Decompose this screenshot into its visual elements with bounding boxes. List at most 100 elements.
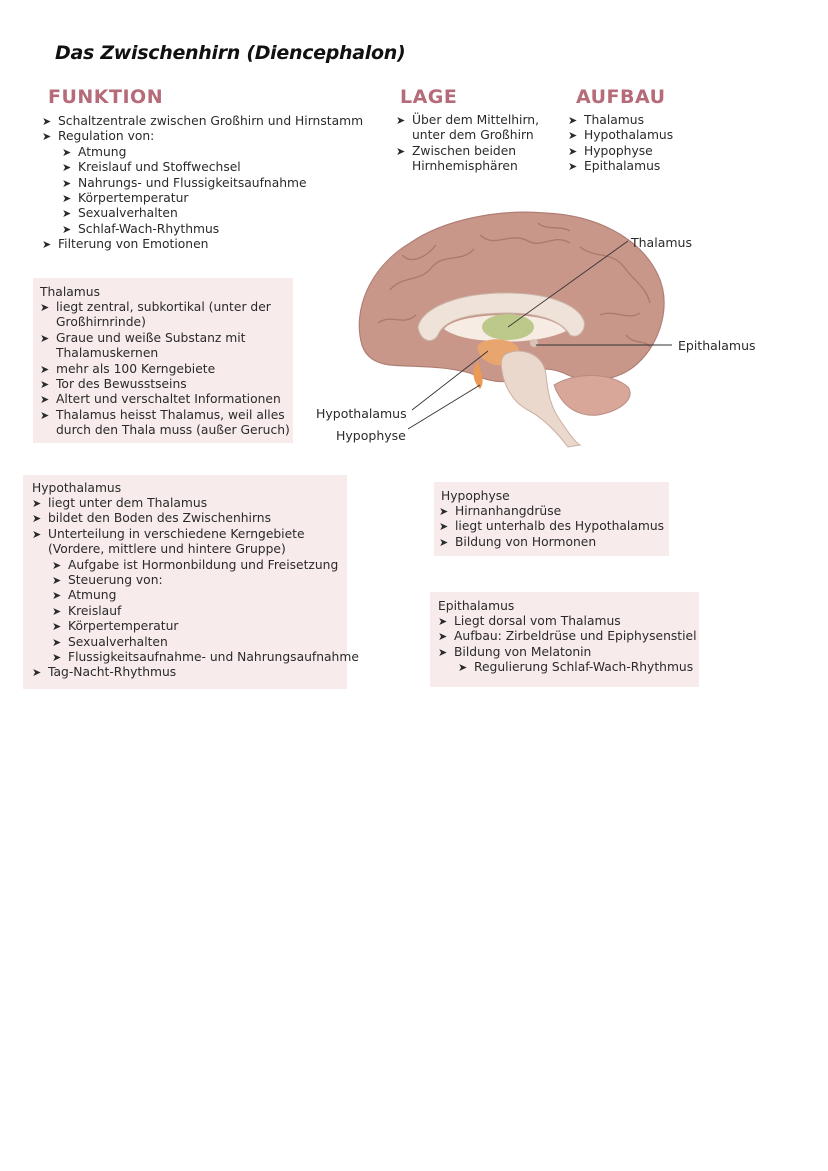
list-item-text: Schaltzentrale zwischen Großhirn und Hir… xyxy=(58,114,364,128)
arrow-bullet-icon: ➤ xyxy=(396,144,406,158)
arrow-bullet-icon: ➤ xyxy=(439,520,449,534)
arrow-bullet-icon: ➤ xyxy=(40,362,50,376)
list-item-text: Flussigkeitsaufnahme- und Nahrungsaufnah… xyxy=(68,650,359,665)
list-item-text: liegt unterhalb des Hypothalamus xyxy=(455,519,665,534)
arrow-bullet-icon: ➤ xyxy=(458,661,468,675)
hypophyse-pointer-line xyxy=(407,384,481,430)
list-item-text: Atmung xyxy=(78,144,127,159)
list-item-text: Hypothalamus xyxy=(584,128,674,143)
list-item-text: Körpertemperatur xyxy=(78,191,189,206)
epithalamus-box: Epithalamus ➤Liegt dorsal vom Thalamus➤A… xyxy=(430,592,699,687)
thalamus-box: Thalamus ➤liegt zentral, subkortikal (un… xyxy=(33,278,293,443)
list-item-text: bildet den Boden des Zwischenhirns xyxy=(48,511,272,526)
arrow-bullet-icon: ➤ xyxy=(438,645,448,659)
thalamus-pointer-line xyxy=(507,240,629,328)
cortex-folds xyxy=(377,222,651,348)
funktion-list: ➤ Schaltzentrale zwischen Großhirn und Hi… xyxy=(42,114,363,253)
corpus-callosum xyxy=(417,292,585,342)
list-item-text: liegt unter dem Thalamus xyxy=(48,496,208,510)
list-item-text: Kreislauf und Stoffwechsel xyxy=(78,160,241,175)
list-item-text: Regulierung Schlaf-Wach-Rhythmus xyxy=(474,660,694,675)
arrow-bullet-icon: ➤ xyxy=(40,393,50,407)
list-item: ➤ Kreislauf xyxy=(32,604,359,619)
list-item: ➤Hypothalamus xyxy=(568,128,673,143)
list-item: ➤Thalamus heisst Thalamus, weil alles xyxy=(40,408,290,423)
lage-heading: LAGE xyxy=(400,86,458,108)
hypothalamus-label: Hypothalamus xyxy=(316,406,407,421)
list-item: ➤Über dem Mittelhirn, xyxy=(396,113,539,128)
list-item: ➤Thalamus xyxy=(568,113,673,128)
arrow-bullet-icon: ➤ xyxy=(568,114,578,127)
list-item-text: Unterteilung in verschiedene Kerngebiete xyxy=(48,526,305,541)
list-item-text: Kreislauf xyxy=(68,603,122,618)
list-item: ➤ Atmung xyxy=(42,145,363,160)
arrow-bullet-icon: ➤ xyxy=(439,505,449,518)
arrow-bullet-icon: ➤ xyxy=(62,161,72,175)
brainstem xyxy=(500,350,582,448)
arrow-bullet-icon: ➤ xyxy=(32,497,42,510)
list-item-text: Aufbau: Zirbeldrüse und Epiphysenstiel xyxy=(454,629,697,644)
list-item: ➤Hypophyse xyxy=(568,144,673,159)
list-item-text: Sexualverhalten xyxy=(78,206,178,221)
hypophyse-box-title: Hypophyse xyxy=(441,489,510,503)
arrow-bullet-icon: ➤ xyxy=(42,130,52,144)
arrow-bullet-icon: ➤ xyxy=(52,604,62,618)
arrow-bullet-icon: ➤ xyxy=(52,620,62,634)
arrow-bullet-icon: ➤ xyxy=(438,615,448,628)
hypothalamus-box-title: Hypothalamus xyxy=(32,481,122,495)
list-item: ➤Atmung xyxy=(32,588,359,603)
arrow-bullet-icon: ➤ xyxy=(62,145,72,159)
list-item-text: Über dem Mittelhirn, xyxy=(412,113,539,127)
thalamus-box-title: Thalamus xyxy=(40,285,100,299)
thalamus-label: Thalamus xyxy=(631,235,692,250)
list-item-text: Hirnanhangdrüse xyxy=(455,504,562,518)
arrow-bullet-icon: ➤ xyxy=(40,301,50,314)
arrow-bullet-icon: ➤ xyxy=(52,651,62,665)
list-item: ➤Bildung von Hormonen xyxy=(439,535,664,550)
list-item: ➤Aufbau: Zirbeldrüse und Epiphysenstiel xyxy=(438,629,697,644)
list-item: ➤ Kreislauf und Stoffwechsel xyxy=(42,160,363,175)
arrow-bullet-icon: ➤ xyxy=(42,238,52,252)
arrow-bullet-icon: ➤ xyxy=(52,574,62,588)
list-item-text: Tor des Bewusstseins xyxy=(56,377,187,392)
list-item: ➤ liegt unter dem Thalamus xyxy=(32,496,359,511)
arrow-bullet-icon: ➤ xyxy=(40,378,50,392)
hypophysis-shape xyxy=(473,361,483,389)
arrow-bullet-icon: ➤ xyxy=(42,115,52,128)
list-item: ➤Zwischen beiden xyxy=(396,144,539,159)
hypothalamus-box-list: ➤ liegt unter dem Thalamus ➤ bildet den Bod… xyxy=(32,496,359,681)
list-item-text: Liegt dorsal vom Thalamus xyxy=(454,614,621,628)
list-item-text: Schlaf-Wach-Rhythmus xyxy=(78,221,220,236)
brain-diagram xyxy=(358,211,672,448)
list-item: unter dem Großhirn xyxy=(396,128,539,143)
list-item-text: unter dem Großhirn xyxy=(412,128,534,143)
list-item-text: Sexualverhalten xyxy=(68,634,168,649)
list-item-text: Thalamus heisst Thalamus, weil alles xyxy=(56,407,285,422)
list-item: ➤Steuerung von: xyxy=(32,573,359,588)
list-item: ➤ Liegt dorsal vom Thalamus xyxy=(438,614,697,629)
list-item: ➤ Schlaf-Wach-Rhythmus xyxy=(42,222,363,237)
arrow-bullet-icon: ➤ xyxy=(62,222,72,236)
list-item-text: Bildung von Hormonen xyxy=(455,534,597,549)
list-item: ➤ Hirnanhangdrüse xyxy=(439,504,664,519)
list-item: ➤Körpertemperatur xyxy=(32,619,359,634)
list-item: ➤mehr als 100 Kerngebiete xyxy=(40,362,290,377)
list-item: ➤ Sexualverhalten xyxy=(42,206,363,221)
list-item: ➤ bildet den Boden des Zwischenhirns xyxy=(32,511,359,526)
arrow-bullet-icon: ➤ xyxy=(62,176,72,190)
arrow-bullet-icon: ➤ xyxy=(62,207,72,221)
epithalamus-box-list: ➤Liegt dorsal vom Thalamus➤Aufbau: Zirbe… xyxy=(438,614,697,676)
list-item: ➤Bildung von Melatonin xyxy=(438,645,697,660)
aufbau-list: ➤Thalamus➤Hypothalamus➤Hypophyse ➤ Epithal… xyxy=(568,113,673,175)
list-item-text: Epithalamus xyxy=(584,159,661,174)
list-item-text: durch den Thala muss (außer Geruch) xyxy=(56,423,290,438)
arrow-bullet-icon: ➤ xyxy=(62,192,72,206)
hypophyse-box-list: ➤ Hirnanhangdrüse ➤ liegt unterhalb des Hyp… xyxy=(439,504,664,550)
list-item: ➤ Tor des Bewusstseins xyxy=(40,377,290,392)
arrow-bullet-icon: ➤ xyxy=(32,512,42,526)
list-item: ➤Tag-Nacht-Rhythmus xyxy=(32,665,359,680)
list-item: ➤ Flussigkeitsaufnahme- und Nahrungsaufna… xyxy=(32,650,359,665)
arrow-bullet-icon: ➤ xyxy=(32,666,42,680)
arrow-bullet-icon: ➤ xyxy=(52,558,62,572)
list-item: durch den Thala muss (außer Geruch) xyxy=(40,423,290,438)
